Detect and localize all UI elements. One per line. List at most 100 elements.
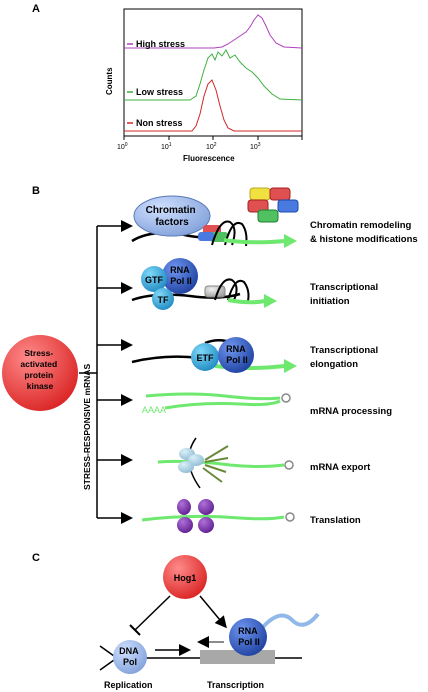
mrna-arrowhead-3 (284, 359, 297, 373)
non-stress-trace (124, 79, 302, 132)
etf-label: ETF (197, 353, 215, 363)
process-label-5: mRNA export (310, 462, 371, 473)
hog1-circle (163, 555, 207, 599)
histone-red-1 (269, 187, 291, 201)
tick-label-2: 102 (206, 142, 217, 151)
export-factor-c (178, 461, 194, 473)
hog1-label: Hog1 (174, 573, 197, 583)
rna-pol-ii-2-label: RNA Pol II (170, 265, 192, 286)
rna-pol-node: RNA Pol II (229, 618, 267, 656)
histone-blue (198, 232, 214, 241)
x-axis-ticks (123, 136, 303, 140)
inhibition-line (134, 595, 171, 631)
svg-text:Non stress: Non stress (136, 118, 183, 128)
panel-c-label: C (32, 552, 40, 564)
fork-lower (99, 659, 115, 671)
cap-4 (281, 393, 291, 403)
chromatin-factors-ellipse (133, 195, 211, 237)
transcription-label: Transcription (207, 680, 264, 690)
histogram-frame (123, 8, 303, 137)
series-label-high: High stress (127, 39, 185, 49)
panel-a-label: A (32, 3, 40, 15)
dna-strand-3 (131, 355, 201, 364)
high-stress-trace (124, 14, 303, 49)
histone-yellow-1 (249, 187, 271, 201)
ribosome-1-large (177, 517, 193, 533)
ribosome-2-large (198, 517, 214, 533)
mrna-1 (223, 238, 286, 245)
mrna-4b (145, 392, 281, 401)
process-label-1: Chromatin remodeling & histone modificat… (310, 220, 418, 245)
nascent-rna (260, 612, 320, 630)
mrna-6 (141, 514, 285, 522)
row-translation: Translation (141, 499, 361, 533)
chromatin-factors-label: Chromatin factors (146, 205, 199, 228)
rna-pol-circle (229, 618, 267, 656)
kinase-label: Stress- activated protein kinase (20, 348, 59, 391)
etf-circle (191, 343, 219, 371)
low-stress-trace (124, 49, 303, 101)
kinase-circle (2, 335, 78, 411)
activation-arrow (199, 595, 227, 629)
mrna-4a (164, 399, 281, 410)
row-processing: AAAA mRNA processing (142, 392, 392, 417)
process-label-6: Translation (310, 515, 361, 526)
tf-label: TF (158, 295, 169, 305)
tick-label-1: 101 (161, 142, 172, 151)
dna-strand-2 (131, 292, 241, 302)
row-export: mRNA export (157, 437, 371, 489)
svg-text:High stress: High stress (136, 39, 185, 49)
dna-pol-node: DNA Pol (113, 640, 147, 674)
series-label-low: Low stress (127, 87, 183, 97)
series-label-non: Non stress (127, 118, 183, 128)
rna-pol-label: RNA Pol II (238, 626, 260, 647)
cap-6 (285, 512, 295, 522)
histone-blue-1 (277, 199, 299, 213)
row-elongation: ETF RNA Pol II Transcriptional elongatio… (131, 337, 381, 373)
panel-b-label: B (32, 185, 40, 197)
regulation-bracket (96, 220, 133, 524)
gtf-label: GTF (145, 275, 163, 285)
mrna-3 (214, 364, 286, 370)
rna-pol-ii-3-label: RNA Pol II (226, 344, 248, 365)
mrna-5 (157, 459, 285, 468)
nucleosome-grey-2 (204, 285, 226, 298)
dna-wrap-1b (224, 222, 248, 247)
inhibition-bar (129, 624, 141, 636)
dna-wrap-1a (211, 220, 236, 246)
tf-circle (152, 288, 174, 310)
mrna-arrowhead-2 (264, 294, 277, 308)
y-axis-label: Counts (105, 67, 114, 95)
histone-green-1 (257, 209, 279, 223)
tick-label-3: 103 (250, 142, 261, 151)
process-label-3: Transcriptional elongation (310, 345, 381, 370)
ribosome-1-small (177, 499, 191, 515)
x-axis-label: Fluorescence (183, 154, 235, 163)
replication-label: Replication (104, 680, 153, 690)
svg-text:Low stress: Low stress (136, 87, 183, 97)
hog1-node: Hog1 (163, 555, 207, 599)
stress-kinase: Stress- activated protein kinase (2, 335, 78, 411)
process-label-4: mRNA processing (310, 406, 392, 417)
ribosome-2-small (198, 499, 214, 515)
gtf-circle (141, 266, 167, 292)
polya-tail: AAAA (142, 405, 166, 415)
tick-label-0: 100 (117, 142, 128, 151)
mrna-arrowhead-1 (284, 234, 297, 248)
vertical-label: STRESS-RESPONSIVE mRNAS (82, 364, 92, 490)
row-initiation: RNA Pol II GTF TF Transcriptional initia… (131, 258, 381, 310)
fork-upper (99, 645, 115, 657)
x-tick-labels: 100 101 102 103 (117, 142, 261, 151)
cap-5 (284, 460, 294, 470)
pore-fibrils (202, 445, 229, 483)
rna-pol-ii-3 (218, 337, 254, 373)
rna-pol-ii-2 (162, 258, 198, 294)
row-chromatin: Chromatin factors Chromatin remodeling &… (131, 187, 418, 248)
mrna-2 (227, 298, 266, 305)
dna-wrap-2a (214, 278, 238, 301)
dna-pol-label: DNA Pol (119, 646, 141, 667)
process-label-2: Transcriptional initiation (310, 282, 381, 307)
dna-pol-circle (113, 640, 147, 674)
export-factor-b (188, 454, 204, 466)
